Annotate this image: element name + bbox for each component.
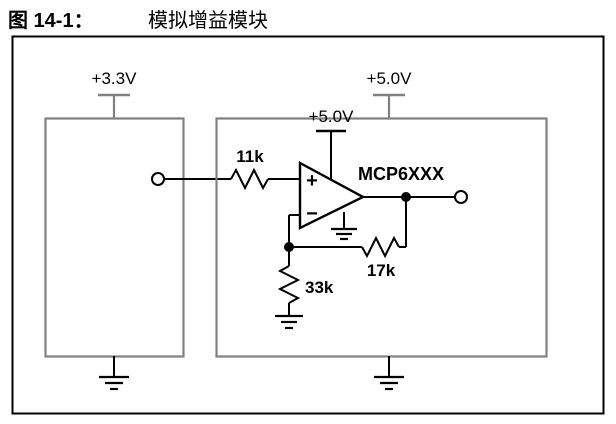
left-block-ground-icon [99,375,129,391]
figure-caption: 图 14-1： 模拟增益模块 [0,0,616,34]
pulldown-ground-icon [275,314,303,330]
right-block-box [215,117,548,358]
opamp-part-label: MCP6XXX [358,164,444,184]
right-block-ground-icon [374,375,404,391]
feedback-resistor-label: 17k [367,261,396,280]
left-block-output-terminal [151,172,165,186]
left-supply-label: +3.3V [92,69,138,88]
figure-title: 模拟增益模块 [148,10,268,32]
opamp-noninverting-sign: + [306,170,318,192]
module-output-terminal [454,190,468,204]
opamp-supply-label: +5.0V [309,107,355,126]
left-block-box [44,117,185,358]
pulldown-resistor-label: 33k [305,278,334,297]
figure-frame [11,35,605,415]
series-input-resistor-label: 11k [236,147,264,166]
series-input-resistor-symbol [230,167,269,191]
opamp-ground-icon [331,227,357,241]
figure-number: 图 14-1： [8,10,94,32]
opamp-inverting-sign: − [306,203,318,225]
feedback-resistor-symbol [361,235,400,259]
pulldown-resistor-symbol [277,265,301,304]
right-supply-label: +5.0V [367,69,413,88]
